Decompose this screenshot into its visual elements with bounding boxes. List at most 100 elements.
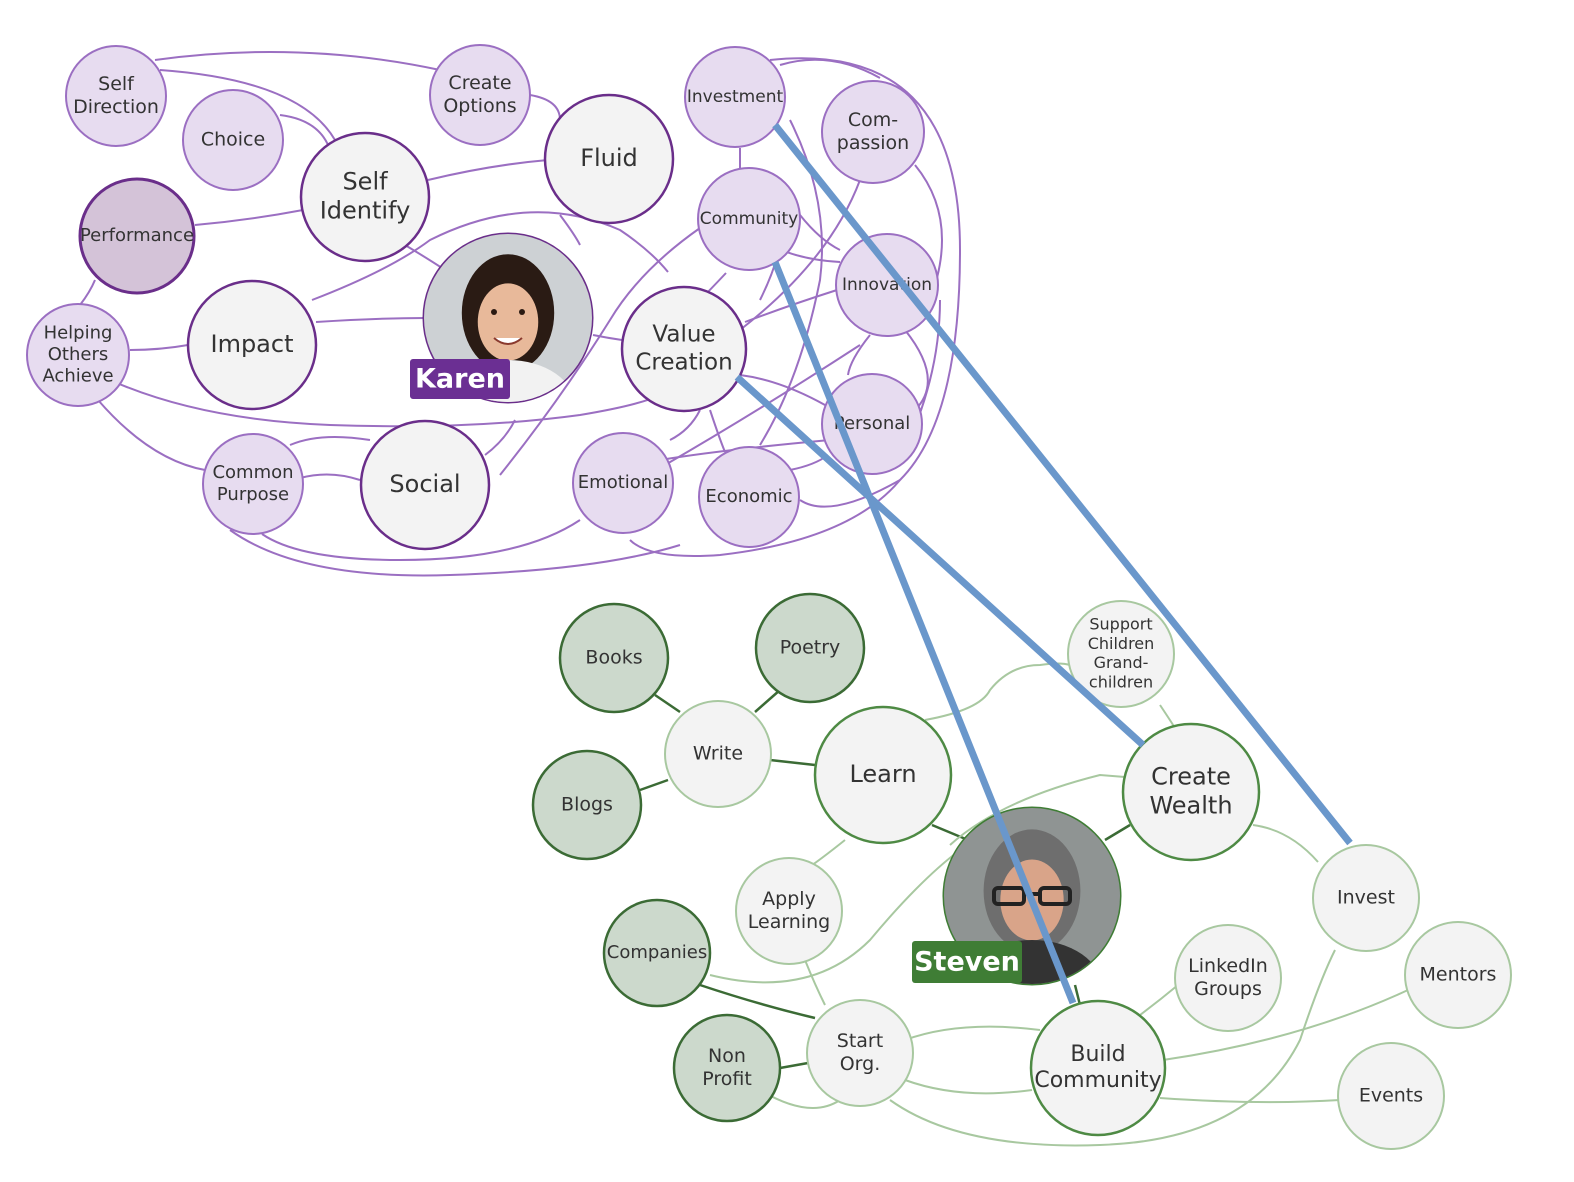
node-label: Self	[98, 73, 135, 95]
node-circle	[821, 80, 925, 184]
green-connector	[804, 959, 826, 1006]
node-label: Community	[1034, 1068, 1161, 1093]
node-circle	[202, 433, 304, 535]
node-label: Direction	[73, 96, 159, 118]
node-label: Helping	[44, 322, 113, 343]
node-economic: Economic	[698, 446, 800, 548]
node-label: Investment	[687, 87, 784, 107]
node-circle	[1312, 844, 1420, 952]
node-investment: Investment	[684, 46, 786, 148]
node-label: Social	[389, 470, 460, 498]
node-label: Build	[1070, 1042, 1125, 1067]
green-connector	[1104, 823, 1131, 842]
node-label: LinkedIn	[1188, 955, 1268, 977]
green-connector	[754, 689, 781, 713]
node-label: Support	[1089, 615, 1152, 634]
purple-connector	[904, 329, 929, 411]
purple-connector	[159, 69, 336, 141]
node-label: Learn	[849, 760, 916, 788]
green-connector	[769, 758, 816, 767]
node-circle	[1174, 924, 1282, 1032]
node-label: Creation	[635, 349, 732, 375]
node-events: Events	[1337, 1042, 1445, 1150]
purple-connector	[739, 374, 826, 406]
node-poetry: Poetry	[754, 592, 866, 704]
node-label: Performance	[80, 225, 194, 246]
purple-connector	[261, 519, 581, 562]
node-circle	[359, 419, 491, 551]
purple-connector	[499, 227, 701, 476]
node-label: Companies	[607, 942, 707, 963]
purple-connector	[799, 214, 841, 251]
person-name: Karen	[415, 364, 505, 395]
green-connector	[779, 1061, 809, 1070]
node-label: Write	[693, 743, 743, 765]
name-badge	[410, 359, 510, 399]
purple-connector	[847, 334, 871, 376]
purple-connector	[194, 209, 304, 226]
node-companies: Companies	[602, 898, 712, 1008]
node-mentors: Mentors	[1404, 921, 1512, 1029]
node-label: Personal	[834, 413, 911, 434]
node-circle	[1404, 921, 1512, 1029]
node-blogs: Blogs	[531, 749, 643, 861]
purple-connector	[97, 399, 206, 471]
node-circle	[684, 46, 786, 148]
node-circle	[698, 446, 800, 548]
node-label: Create	[448, 72, 511, 94]
node-label: Innovation	[842, 275, 932, 295]
node-label: Identify	[320, 196, 411, 224]
node-circle	[620, 285, 748, 413]
node-choice: Choice	[182, 89, 284, 191]
node-circle	[26, 303, 130, 407]
green-connector	[1159, 1097, 1341, 1104]
green-connector	[1073, 984, 1082, 1006]
node-circle	[299, 131, 431, 263]
node-circle	[735, 857, 843, 965]
purple-connector	[299, 473, 361, 481]
node-circle	[813, 705, 953, 845]
node-label: Profit	[702, 1068, 752, 1090]
green-connector	[1162, 989, 1409, 1061]
node-circle	[672, 1013, 782, 1123]
purple-connector	[279, 114, 331, 151]
green-connector	[931, 823, 969, 842]
purple-connector	[109, 379, 661, 428]
avatar-karen	[424, 234, 592, 402]
node-label: Com-	[848, 109, 898, 131]
node-circle	[65, 45, 167, 147]
node-label: Options	[443, 95, 516, 117]
node-label: Emotional	[578, 472, 668, 493]
green-connector	[1252, 824, 1319, 863]
node-label: Wealth	[1149, 791, 1232, 819]
node-circle	[835, 233, 939, 337]
cross-link-value-creation-to-create-wealth	[734, 374, 1146, 748]
node-label: Children	[1088, 634, 1155, 653]
green-connector	[709, 849, 961, 984]
node-emotional: Emotional	[572, 432, 674, 534]
node-circle	[697, 167, 801, 271]
node-write: Write	[664, 700, 772, 808]
node-label: passion	[837, 132, 909, 154]
purple-connector	[799, 479, 901, 508]
node-circle	[429, 44, 531, 146]
node-label: Start	[837, 1030, 883, 1052]
purple-connector	[739, 179, 861, 331]
purple-connector	[484, 419, 516, 456]
purple-connector	[559, 214, 581, 246]
node-circle	[186, 279, 318, 411]
node-label: Mentors	[1420, 964, 1497, 986]
node-label: Economic	[705, 486, 792, 507]
node-circle	[1337, 1042, 1445, 1150]
node-circle	[806, 999, 914, 1107]
node-invest: Invest	[1312, 844, 1420, 952]
green-connector	[889, 949, 1336, 1147]
green-connector	[904, 1079, 1033, 1095]
